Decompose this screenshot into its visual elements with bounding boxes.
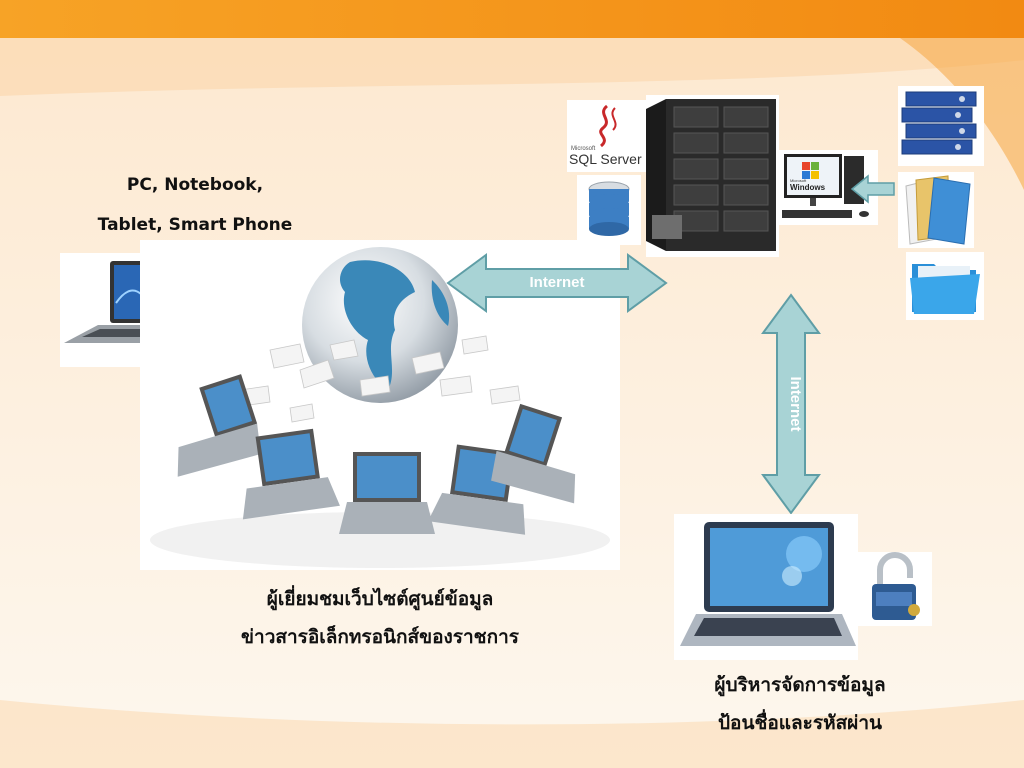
sql-server-logo: Microsoft SQL Server <box>567 100 649 172</box>
visitor-caption: ผู้เยี่ยมชมเว็บไซต์ศูนย์ข้อมูล ข่าวสารอิ… <box>180 580 580 656</box>
devices-line-2: Tablet, Smart Phone <box>97 215 293 235</box>
sql-brand: Microsoft <box>571 146 596 152</box>
internet-label-horizontal: Internet <box>529 274 584 291</box>
documents-icon <box>898 172 974 248</box>
admin-line-2: ป้อนชื่อและรหัสผ่าน <box>718 712 882 734</box>
input-arrow-left <box>850 174 895 204</box>
folder-icon <box>906 252 984 320</box>
windows-workstation: Microsoft Windows <box>778 150 878 225</box>
flying-papers <box>239 335 521 423</box>
internet-arrow-horizontal: Internet <box>446 253 668 313</box>
right-orange-swoosh <box>900 38 1024 190</box>
sql-label: SQL Server <box>569 151 642 167</box>
windows-brand: Microsoft <box>790 178 807 183</box>
visitor-line-1: ผู้เยี่ยมชมเว็บไซต์ศูนย์ข้อมูล <box>266 588 494 610</box>
admin-line-1: ผู้บริหารจัดการข้อมูล <box>714 674 886 696</box>
admin-caption: ผู้บริหารจัดการข้อมูล ป้อนชื่อและรหัสผ่า… <box>660 666 940 742</box>
windows-label: Windows <box>790 183 826 192</box>
internet-arrow-vertical: Internet <box>761 293 821 515</box>
devices-line-1: PC, Notebook, <box>126 175 264 195</box>
visitor-line-2: ข่าวสารอิเล็กทรอนิกส์ของราชการ <box>241 626 519 648</box>
padlock-icon <box>858 552 932 626</box>
admin-laptop <box>674 514 858 660</box>
keyboard <box>782 210 852 218</box>
database-icon <box>577 175 641 245</box>
server-rack <box>646 95 779 257</box>
laptop-ring <box>177 374 576 535</box>
internet-label-vertical: Internet <box>787 376 804 431</box>
top-orange-band <box>0 0 1024 38</box>
devices-heading: PC, Notebook, Tablet, Smart Phone <box>60 165 330 245</box>
bottom-wave <box>0 700 1024 768</box>
binders-icon <box>898 86 984 166</box>
